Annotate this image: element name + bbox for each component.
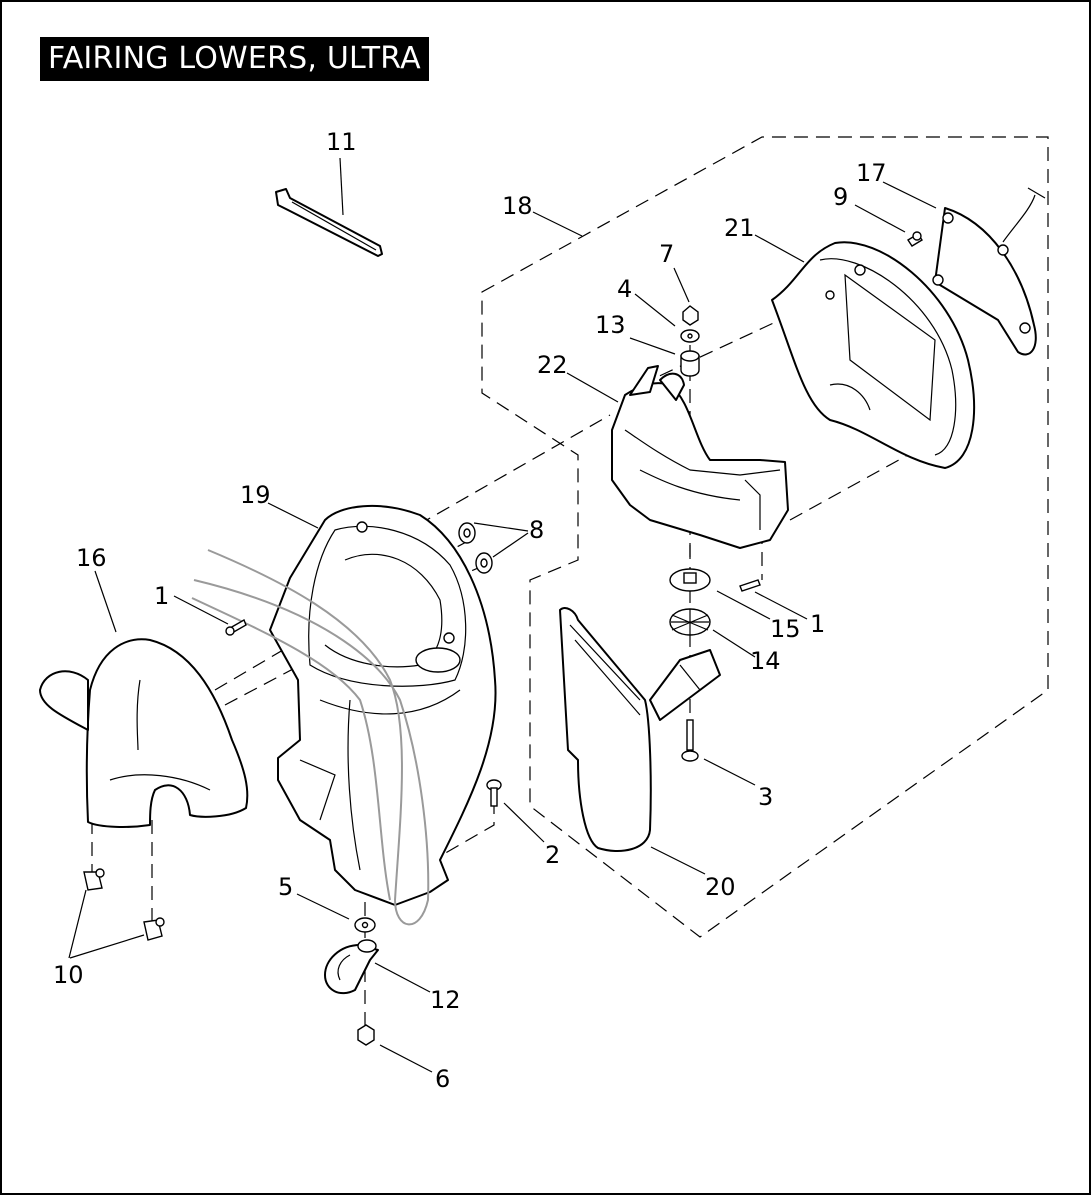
cable-routing bbox=[191, 549, 430, 926]
callout-22: 22 bbox=[537, 351, 568, 379]
alignment-lines bbox=[91, 319, 936, 1030]
lower-bracket-part bbox=[611, 365, 789, 549]
callout-labels: 11 18 17 9 21 7 4 13 22 19 8 16 1 15 1 1… bbox=[53, 128, 887, 1093]
bolt-3-part bbox=[681, 719, 699, 762]
hardware-stack-upper bbox=[680, 305, 700, 377]
callout-19: 19 bbox=[240, 481, 271, 509]
callout-10: 10 bbox=[53, 961, 84, 989]
callout-21: 21 bbox=[724, 214, 755, 242]
callout-4: 4 bbox=[617, 275, 632, 303]
callout-5: 5 bbox=[278, 873, 293, 901]
callout-8: 8 bbox=[529, 516, 544, 544]
cable-strap-part bbox=[275, 188, 383, 257]
callout-9: 9 bbox=[833, 183, 848, 211]
inner-fairing-shell-part bbox=[771, 241, 976, 469]
callout-20: 20 bbox=[705, 873, 736, 901]
diagram-title: FAIRING LOWERS, ULTRA bbox=[40, 37, 429, 81]
fastener-9-part bbox=[907, 231, 923, 247]
kit-boundary-dashed bbox=[481, 136, 1049, 938]
screw-2-part bbox=[486, 779, 502, 807]
hardware-stack-lower bbox=[669, 568, 761, 636]
callout-1-left: 1 bbox=[154, 582, 169, 610]
callout-6: 6 bbox=[435, 1065, 450, 1093]
callout-14: 14 bbox=[750, 647, 781, 675]
callout-12: 12 bbox=[430, 986, 461, 1014]
callout-7: 7 bbox=[659, 240, 674, 268]
cover-panel-part bbox=[932, 187, 1046, 356]
leader-lines bbox=[68, 157, 937, 1073]
callout-3: 3 bbox=[758, 783, 773, 811]
callout-11: 11 bbox=[326, 128, 357, 156]
screw-1-left bbox=[225, 618, 247, 636]
fairing-lower-part bbox=[269, 505, 497, 906]
callout-1-right: 1 bbox=[810, 610, 825, 638]
callout-18: 18 bbox=[502, 192, 533, 220]
callout-16: 16 bbox=[76, 544, 107, 572]
callout-2: 2 bbox=[545, 841, 560, 869]
callout-15: 15 bbox=[770, 615, 801, 643]
cap-16-part bbox=[39, 638, 249, 828]
side-panel-part bbox=[559, 607, 721, 852]
clips-10-part bbox=[83, 868, 165, 941]
grommets-8-part bbox=[458, 522, 493, 574]
callout-17: 17 bbox=[856, 159, 887, 187]
callout-13: 13 bbox=[595, 311, 626, 339]
lower-hardware-5-12-6 bbox=[324, 917, 379, 1046]
